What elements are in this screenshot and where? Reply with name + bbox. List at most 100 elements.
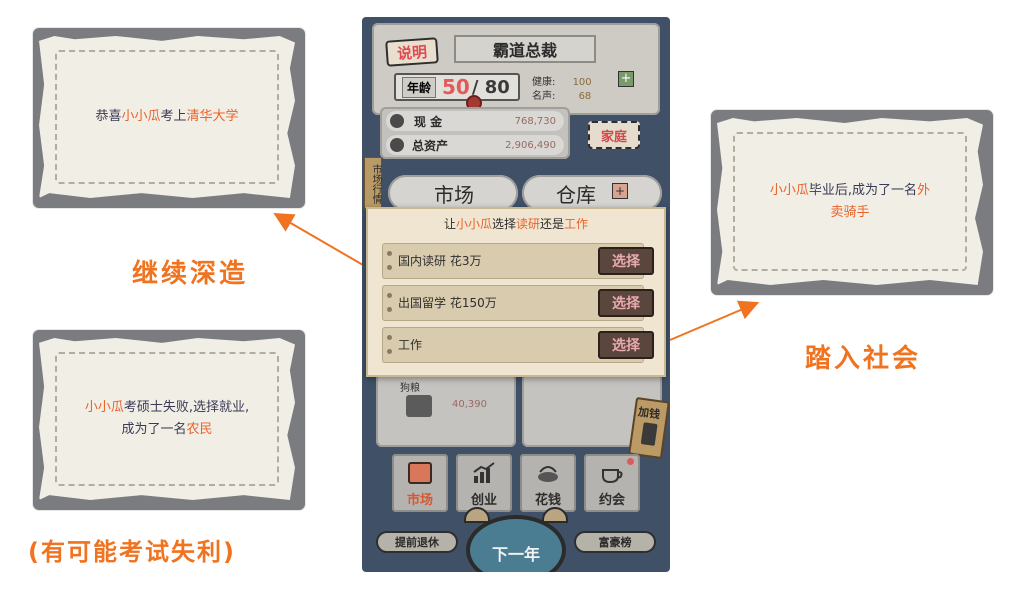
warehouse-plus-icon[interactable]: +: [612, 183, 628, 199]
option-label: 国内读研 花3万: [398, 254, 482, 268]
result-text: 小小瓜毕业后,成为了一名外 卖骑手: [733, 132, 967, 271]
health-label: 健康:: [532, 77, 556, 88]
bullet-icon: [387, 349, 392, 354]
child-name: 小小瓜: [121, 109, 161, 124]
nav-spend[interactable]: 花钱: [520, 454, 576, 512]
market-tab[interactable]: 市场: [388, 175, 518, 211]
paper-sheet: [717, 118, 983, 285]
arrow-to-graduate: [273, 212, 364, 266]
explain-button[interactable]: 说明: [385, 37, 439, 67]
health-plus-icon[interactable]: +: [618, 71, 634, 87]
phone-icon: [640, 422, 658, 446]
option-label: 工作: [398, 338, 423, 352]
bullet-icon: [387, 265, 392, 270]
game-screen: 说明 霸道总裁 年龄 50 / 80 健康: 100 名声: 68 + 现 金 …: [362, 17, 670, 572]
rich-list-button[interactable]: 富豪榜: [574, 531, 656, 553]
fame-label: 名声:: [532, 91, 556, 102]
title-or: 还是: [540, 217, 565, 231]
market-trend-tab[interactable]: 市场行情: [364, 157, 382, 209]
caption-enter-society: 踏入社会: [805, 344, 922, 374]
text-pre: 恭喜: [95, 109, 122, 124]
text-line1: 考硕士失败,选择就业,: [123, 400, 250, 415]
money-panel: 现 金 768,730 总资产 2,906,490: [380, 107, 570, 159]
text-line2: 成为了一名: [121, 422, 187, 437]
bullet-icon: [387, 251, 392, 256]
result-card-farmer: 小小瓜考硕士失败,选择就业, 成为了一名农民: [33, 330, 305, 510]
bullet-icon: [387, 335, 392, 340]
choose-button-work[interactable]: 选择: [598, 331, 654, 359]
spend-icon: [538, 466, 558, 482]
caption-continue-study: 继续深造: [132, 259, 249, 289]
result-text: 小小瓜考硕士失败,选择就业, 成为了一名农民: [55, 352, 279, 486]
health-value: 100: [572, 77, 592, 88]
warehouse-tab[interactable]: 仓库 +: [522, 175, 662, 211]
player-title: 霸道总裁: [492, 41, 557, 60]
option-label: 出国留学 花150万: [398, 296, 497, 310]
coffee-cup-icon: [602, 469, 623, 484]
assets-label: 总资产: [412, 138, 449, 153]
arrow-to-courier: [669, 300, 760, 341]
next-year-label: 下一年: [491, 545, 540, 564]
early-retire-button[interactable]: 提前退休: [376, 531, 458, 553]
choose-button-abroad[interactable]: 选择: [598, 289, 654, 317]
job-name-part2: 卖骑手: [830, 204, 870, 220]
title-option-b: 工作: [564, 217, 589, 231]
assets-icon: [390, 138, 404, 152]
add-money-button[interactable]: 加钱: [628, 396, 670, 460]
age-label: 年龄: [402, 76, 437, 98]
goods-panel: 狗粮 40,390: [376, 373, 516, 447]
title-pre: 让: [443, 217, 456, 231]
nav-date-label: 约会: [598, 493, 625, 508]
title-mid: 选择: [491, 217, 516, 231]
age-current: 50: [442, 75, 470, 99]
goods-item-icon: [406, 395, 432, 417]
header-panel: 说明 霸道总裁 年龄 50 / 80 健康: 100 名声: 68 +: [372, 23, 660, 115]
cash-row: 现 金 768,730: [386, 111, 564, 131]
result-card-courier: 小小瓜毕业后,成为了一名外 卖骑手: [711, 110, 993, 295]
nav-business[interactable]: 创业: [456, 454, 512, 512]
fame-value: 68: [578, 91, 592, 102]
child-name: 小小瓜: [84, 400, 124, 415]
goods-item-name: 狗粮: [400, 383, 420, 394]
title-banner: 霸道总裁: [454, 35, 596, 63]
growth-chart-icon: [473, 462, 495, 483]
market-tab-label: 市场: [434, 183, 474, 207]
choice-dialog: 让小小瓜选择读研还是工作 国内读研 花3万 选择 出国留学 花150万 选择 工…: [366, 207, 666, 377]
caption-exam-fail: (有可能考试失利): [28, 538, 236, 566]
notify-dot: [627, 458, 634, 465]
market-trend-label: 市场行情: [370, 164, 381, 204]
fame-row: 名声: 68: [532, 87, 591, 102]
alarm-bell-right: [542, 507, 568, 523]
bullet-icon: [387, 307, 392, 312]
paper-sheet: [39, 338, 295, 500]
assets-value: 2,906,490: [505, 139, 556, 151]
nav-date[interactable]: 约会: [584, 454, 640, 512]
nav-business-label: 创业: [470, 493, 497, 508]
school-name: 清华大学: [186, 109, 239, 124]
cash-label: 现 金: [414, 114, 443, 129]
alarm-bell-left: [464, 507, 490, 523]
warehouse-tab-label: 仓库: [556, 183, 596, 207]
cash-value: 768,730: [514, 115, 556, 127]
family-button[interactable]: 家庭: [588, 121, 640, 149]
text-line1: 毕业后,成为了一名: [808, 182, 918, 198]
bullet-icon: [387, 293, 392, 298]
text-mid: 考上: [160, 109, 187, 124]
choose-button-domestic[interactable]: 选择: [598, 247, 654, 275]
coin-icon: [390, 114, 404, 128]
age-box: 年龄 50 / 80: [394, 73, 520, 101]
nav-market[interactable]: 市场: [392, 454, 448, 512]
age-max: / 80: [471, 76, 510, 98]
result-card-graduate: 恭喜小小瓜考上清华大学: [33, 28, 305, 208]
next-year-button[interactable]: 下一年: [464, 507, 568, 572]
job-name: 农民: [186, 422, 213, 437]
goods-item-price: 40,390: [452, 399, 487, 410]
nav-market-label: 市场: [406, 493, 433, 508]
dialog-title: 让小小瓜选择读研还是工作: [368, 215, 664, 232]
child-name: 小小瓜: [769, 182, 809, 198]
title-name: 小小瓜: [455, 217, 492, 231]
nav-spend-label: 花钱: [534, 493, 561, 508]
shop-icon: [408, 462, 432, 484]
health-row: 健康: 100: [532, 73, 592, 88]
job-name-part1: 外: [917, 182, 931, 198]
